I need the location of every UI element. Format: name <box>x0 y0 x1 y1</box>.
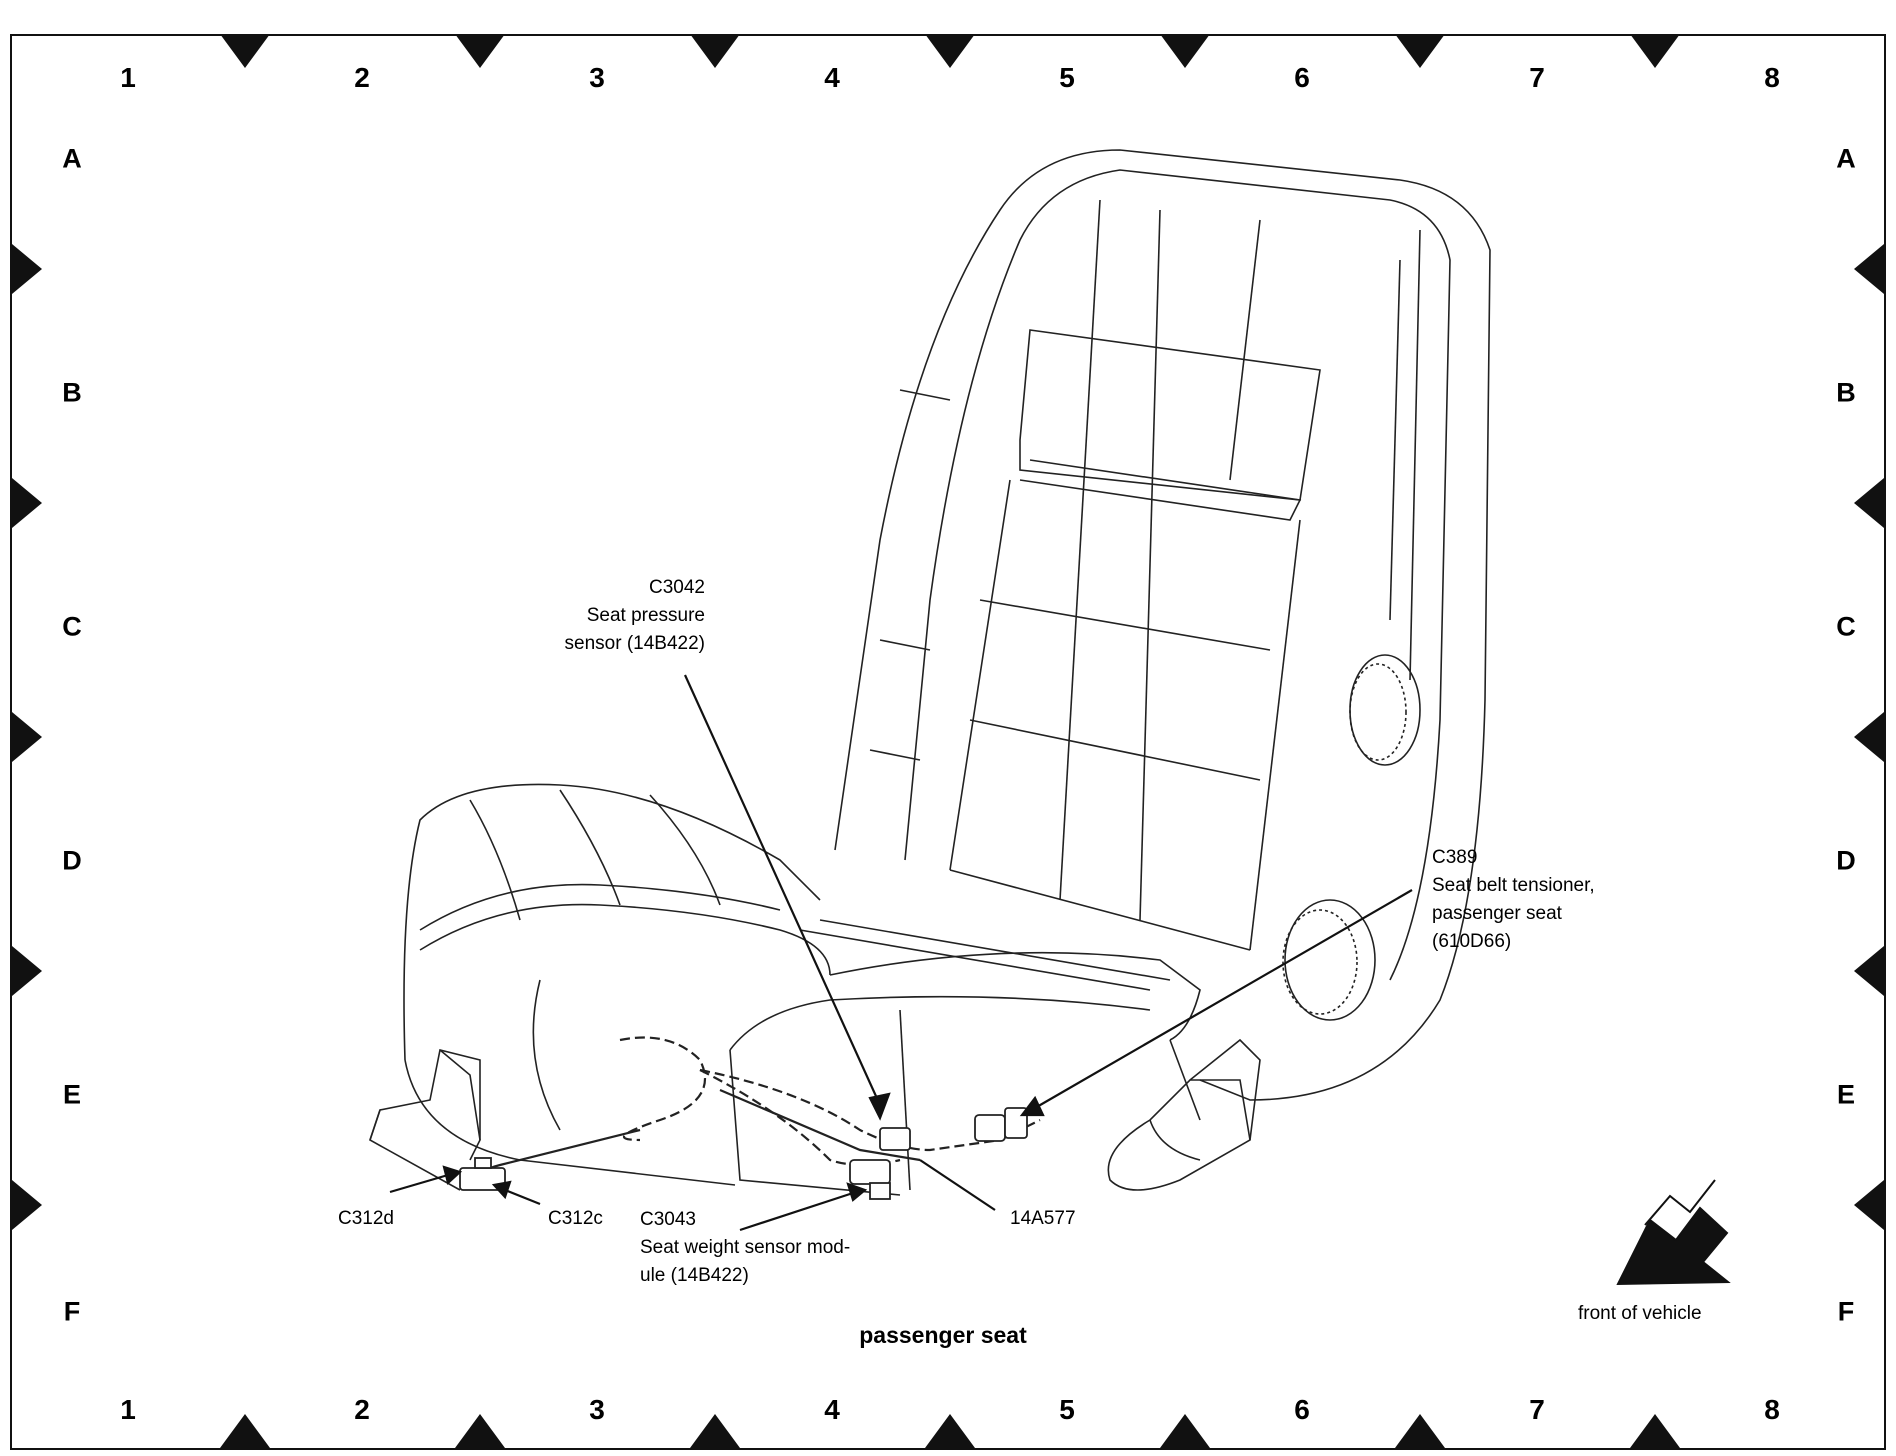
label-c3043: C3043 Seat weight sensor mod- ule (14B42… <box>640 1206 850 1290</box>
label-c389: C389 Seat belt tensioner, passenger seat… <box>1432 844 1595 956</box>
grid-column-5-top: 5 <box>1059 62 1075 93</box>
grid-column-8-bottom: 8 <box>1764 1394 1780 1425</box>
grid-row-f-left: F <box>63 1296 81 1327</box>
grid-row-b-left: B <box>62 377 82 408</box>
label-front-of-vehicle: front of vehicle <box>1578 1303 1702 1324</box>
grid-column-2-bottom: 2 <box>354 1394 370 1425</box>
grid-column-8-top: 8 <box>1764 62 1780 93</box>
grid-row-e-left: E <box>62 1079 81 1110</box>
grid-row-b-right: B <box>1836 377 1856 408</box>
grid-row-e-right: E <box>1836 1079 1855 1110</box>
grid-column-6-top: 6 <box>1294 62 1310 93</box>
grid-row-a-right: A <box>1836 143 1856 174</box>
diagram-caption: passenger seat <box>859 1322 1027 1348</box>
label-c389-id: C389 <box>1432 847 1478 868</box>
seat-base <box>369 1038 1261 1191</box>
grid-column-2-top: 2 <box>354 62 370 93</box>
grid-column-4-top: 4 <box>824 62 840 93</box>
label-c3042-line2: sensor (14B422) <box>564 633 705 654</box>
label-c3043-line2: ule (14B422) <box>640 1265 749 1286</box>
grid-row-f-right: F <box>1837 1296 1855 1327</box>
grid-column-4-bottom: 4 <box>824 1394 840 1425</box>
grid-row-c-left: C <box>62 611 82 642</box>
grid-column-7-top: 7 <box>1529 62 1545 93</box>
label-c3042: C3042 Seat pressure sensor (14B422) <box>520 574 705 658</box>
grid-row-d-right: D <box>1836 845 1856 876</box>
grid-column-3-bottom: 3 <box>589 1394 605 1425</box>
grid-column-1-top: 1 <box>120 62 136 93</box>
grid-column-7-bottom: 7 <box>1529 1394 1545 1425</box>
seat-backrest <box>834 149 1491 1101</box>
grid-row-d-left: D <box>62 845 82 876</box>
label-c389-line1: Seat belt tensioner, <box>1432 875 1595 896</box>
grid-markers <box>12 34 1884 1448</box>
label-c389-line2: passenger seat <box>1432 903 1562 924</box>
grid-column-6-bottom: 6 <box>1294 1394 1310 1425</box>
label-c3042-line1: Seat pressure <box>586 605 705 626</box>
leader-lines <box>389 674 1413 1232</box>
grid-row-c-right: C <box>1836 611 1856 642</box>
grid-row-a-left: A <box>62 143 82 174</box>
label-c389-line3: (610D66) <box>1432 931 1512 952</box>
grid-column-3-top: 3 <box>589 62 605 93</box>
label-c3043-id: C3043 <box>640 1209 696 1230</box>
label-c3043-line1: Seat weight sensor mod- <box>640 1237 851 1258</box>
label-c312d: C312d <box>338 1208 394 1229</box>
grid-column-5-bottom: 5 <box>1059 1394 1075 1425</box>
label-harness-14a577: 14A577 <box>1010 1208 1076 1229</box>
label-c312c: C312c <box>548 1208 603 1229</box>
recliner-knobs <box>1282 654 1421 1021</box>
label-c3042-id: C3042 <box>649 577 705 598</box>
front-direction-arrow <box>1616 1179 1731 1286</box>
grid-column-1-bottom: 1 <box>120 1394 136 1425</box>
wiring-harness <box>478 1036 1041 1181</box>
